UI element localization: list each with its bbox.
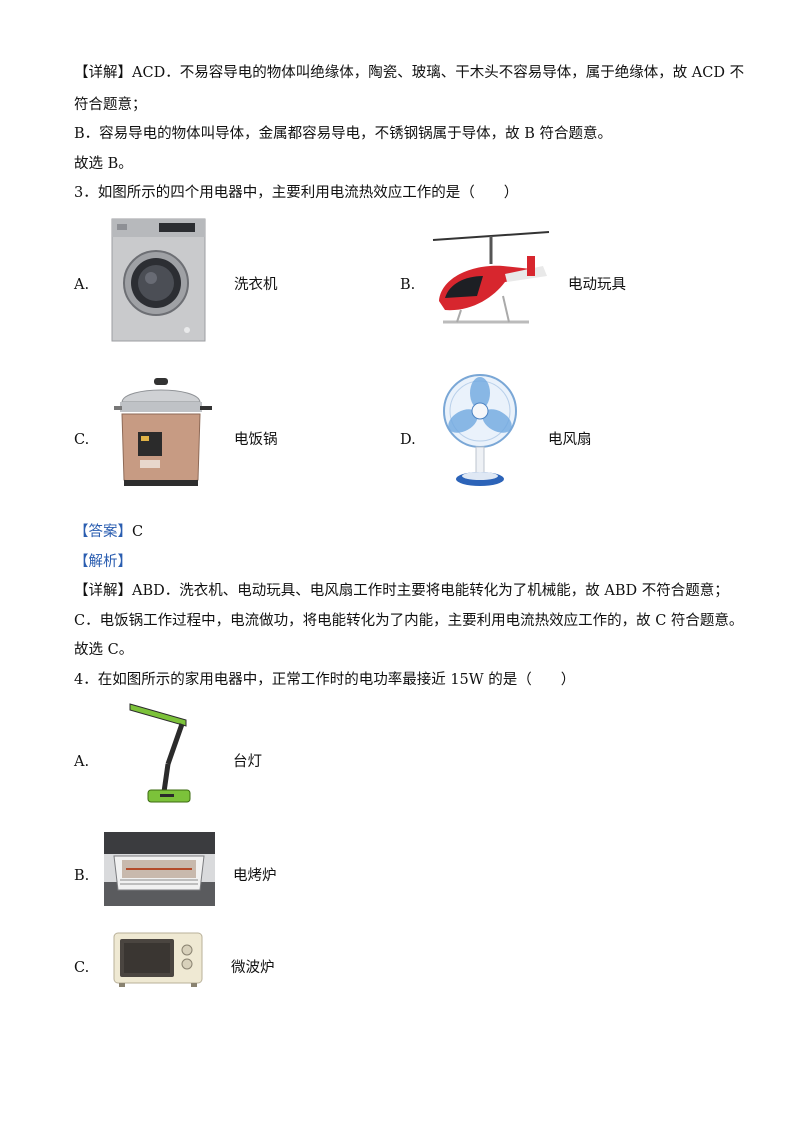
electric-fan-image — [443, 374, 517, 486]
q3-analysis-tag: 【解析】 — [74, 554, 132, 570]
q4-option-a-label: 台灯 — [233, 754, 262, 770]
q3-option-d-label: 电风扇 — [548, 432, 592, 448]
q3-option-b-label: 电动玩具 — [568, 277, 626, 293]
q3-option-a-letter: A. — [74, 277, 90, 293]
q3-answer: 【答案】C — [74, 522, 143, 542]
washing-machine-image — [111, 218, 206, 342]
q3-option-b-letter: B. — [400, 277, 416, 293]
q4-option-b-letter: B. — [74, 868, 90, 884]
prev-detail-line-1: 【详解】ACD．不易容导电的物体叫绝缘体，陶瓷、玻璃、干木头不容易导体，属于绝缘… — [74, 65, 745, 81]
q4-option-b-label: 电烤炉 — [233, 868, 277, 884]
electric-grill-image — [104, 832, 215, 906]
q3-detail-line-1: 【详解】ABD．洗衣机、电动玩具、电风扇工作时主要将电能转化为了机械能，故 AB… — [74, 583, 729, 599]
q3-option-c-label: 电饭锅 — [234, 432, 278, 448]
prev-detail-line-3: B．容易导电的物体叫导体，金属都容易导电，不锈钢锅属于导体，故 B 符合题意。 — [74, 126, 613, 142]
answer-tag: 【答案】 — [74, 524, 132, 540]
prev-conclusion: 故选 B。 — [74, 156, 133, 172]
q4-stem: 4．在如图所示的家用电器中，正常工作时的电功率最接近 15W 的是（ ） — [74, 672, 576, 688]
q3-option-c-letter: C. — [74, 432, 90, 448]
q3-stem: 3．如图所示的四个用电器中，主要利用电流热效应工作的是（ ） — [74, 185, 519, 201]
q4-option-c-label: 微波炉 — [231, 960, 275, 976]
rice-cooker-image — [114, 378, 212, 486]
q3-option-d-letter: D. — [400, 432, 416, 448]
microwave-image — [113, 932, 203, 987]
q4-option-a-letter: A. — [74, 754, 90, 770]
answer-value: C — [132, 524, 144, 540]
toy-helicopter-image — [432, 231, 550, 324]
q3-detail-line-2: C．电饭锅工作过程中，电流做功，将电能转化为了内能，主要利用电流热效应工作的，故… — [74, 613, 744, 629]
q3-option-a-label: 洗衣机 — [234, 277, 278, 293]
prev-detail-line-2: 符合题意； — [74, 97, 147, 113]
q3-conclusion: 故选 C。 — [74, 642, 134, 658]
desk-lamp-image — [129, 703, 191, 803]
q4-option-c-letter: C. — [74, 960, 90, 976]
